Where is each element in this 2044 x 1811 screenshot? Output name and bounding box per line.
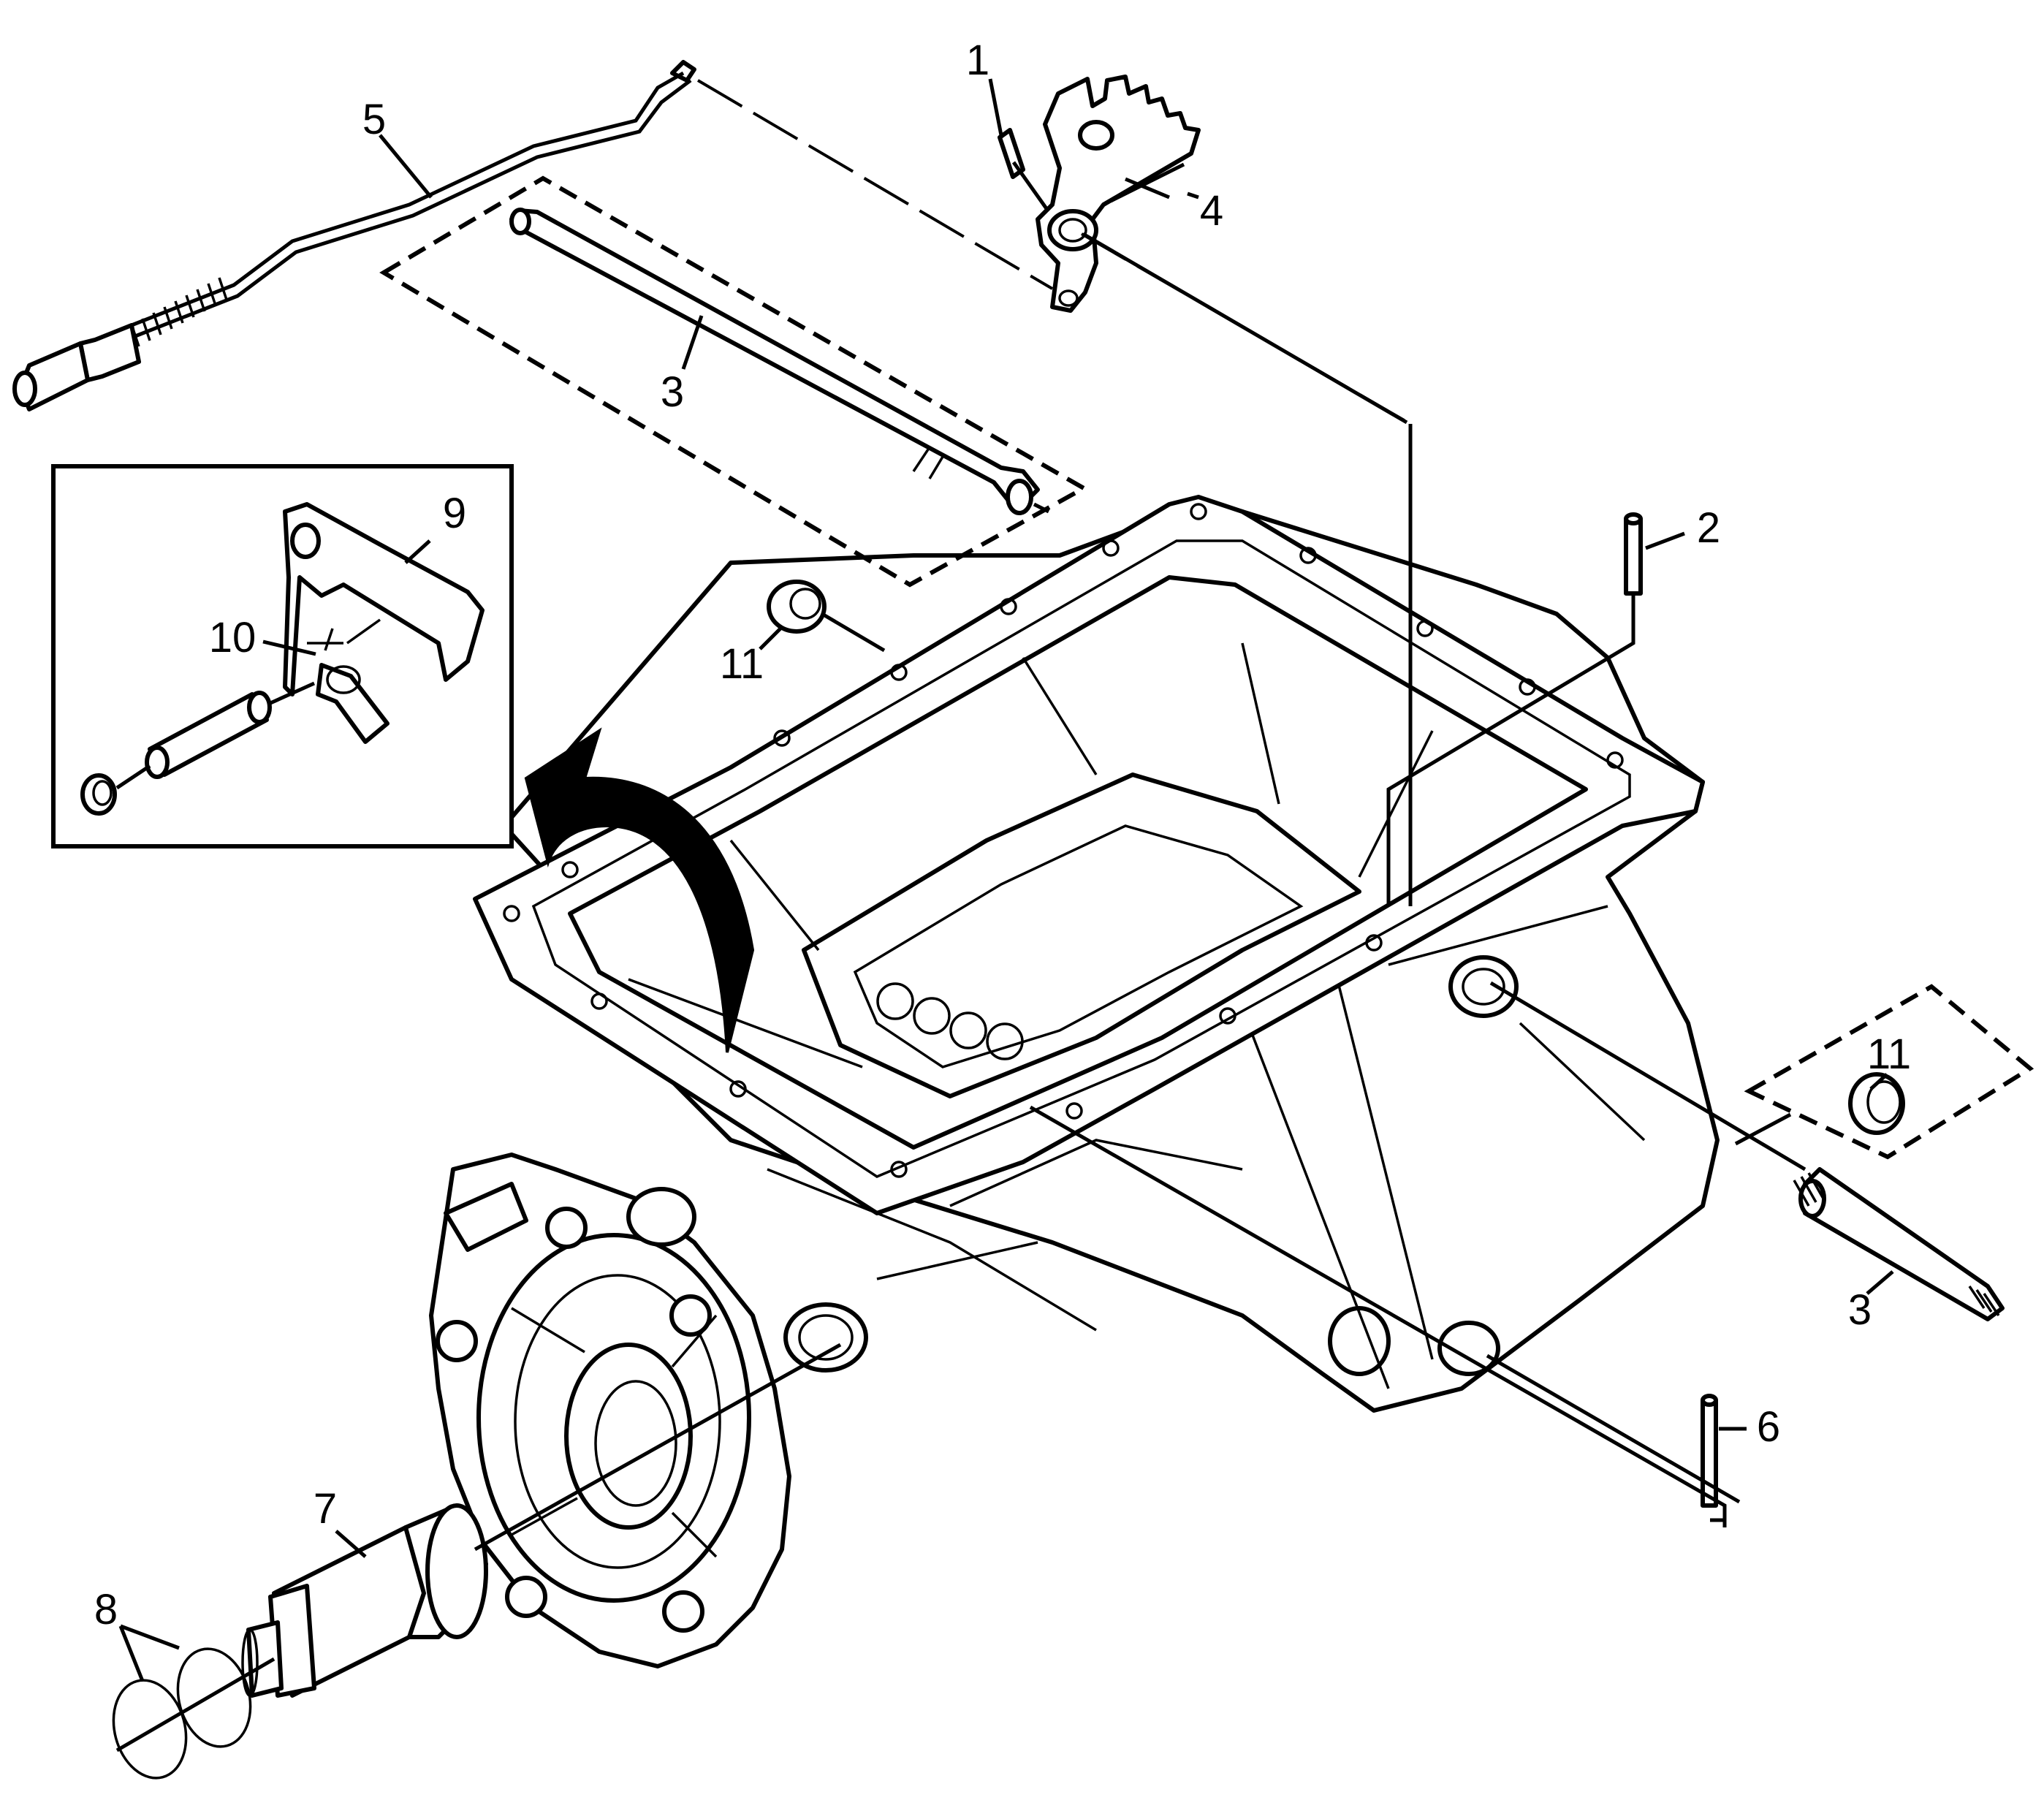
part-2-dowel-pin <box>1624 512 1643 596</box>
assembly-lines <box>115 79 1806 1753</box>
part-3-lower-shaft <box>1793 1167 2005 1321</box>
part-6-dowel-pin <box>1701 1394 1718 1508</box>
callout-1: 1 <box>966 37 989 84</box>
callout-3-lower: 3 <box>1848 1286 1872 1334</box>
part-8-snap-rings <box>112 1647 252 1780</box>
callout-4: 4 <box>1200 187 1223 235</box>
part-3-upper-shaft <box>509 208 1040 515</box>
transmission-case <box>429 495 1720 1668</box>
callout-11-upper: 11 <box>720 640 764 688</box>
part-11-right-bushing <box>1848 1072 1905 1135</box>
callout-5: 5 <box>362 96 386 143</box>
direction-arrow <box>524 727 755 1053</box>
leader-lines <box>118 78 1894 1682</box>
inset-box <box>51 464 514 848</box>
part-11-upper-bushing <box>767 580 827 634</box>
part-7-sleeve <box>241 1503 488 1698</box>
part-4-detent-plate <box>1036 75 1201 313</box>
part-11-right-dashed-box <box>1744 984 2034 1160</box>
callout-10: 10 <box>209 614 257 661</box>
callout-2: 2 <box>1697 504 1720 552</box>
callout-9: 9 <box>443 490 466 537</box>
callout-11-right: 11 <box>1867 1030 1911 1078</box>
callout-6: 6 <box>1757 1403 1780 1451</box>
part-5-shift-rod <box>12 60 696 411</box>
callout-8: 8 <box>94 1586 118 1633</box>
callout-3-upper: 3 <box>661 368 684 416</box>
callout-7: 7 <box>314 1485 337 1533</box>
part-3-upper-dashed-box <box>379 175 1089 588</box>
